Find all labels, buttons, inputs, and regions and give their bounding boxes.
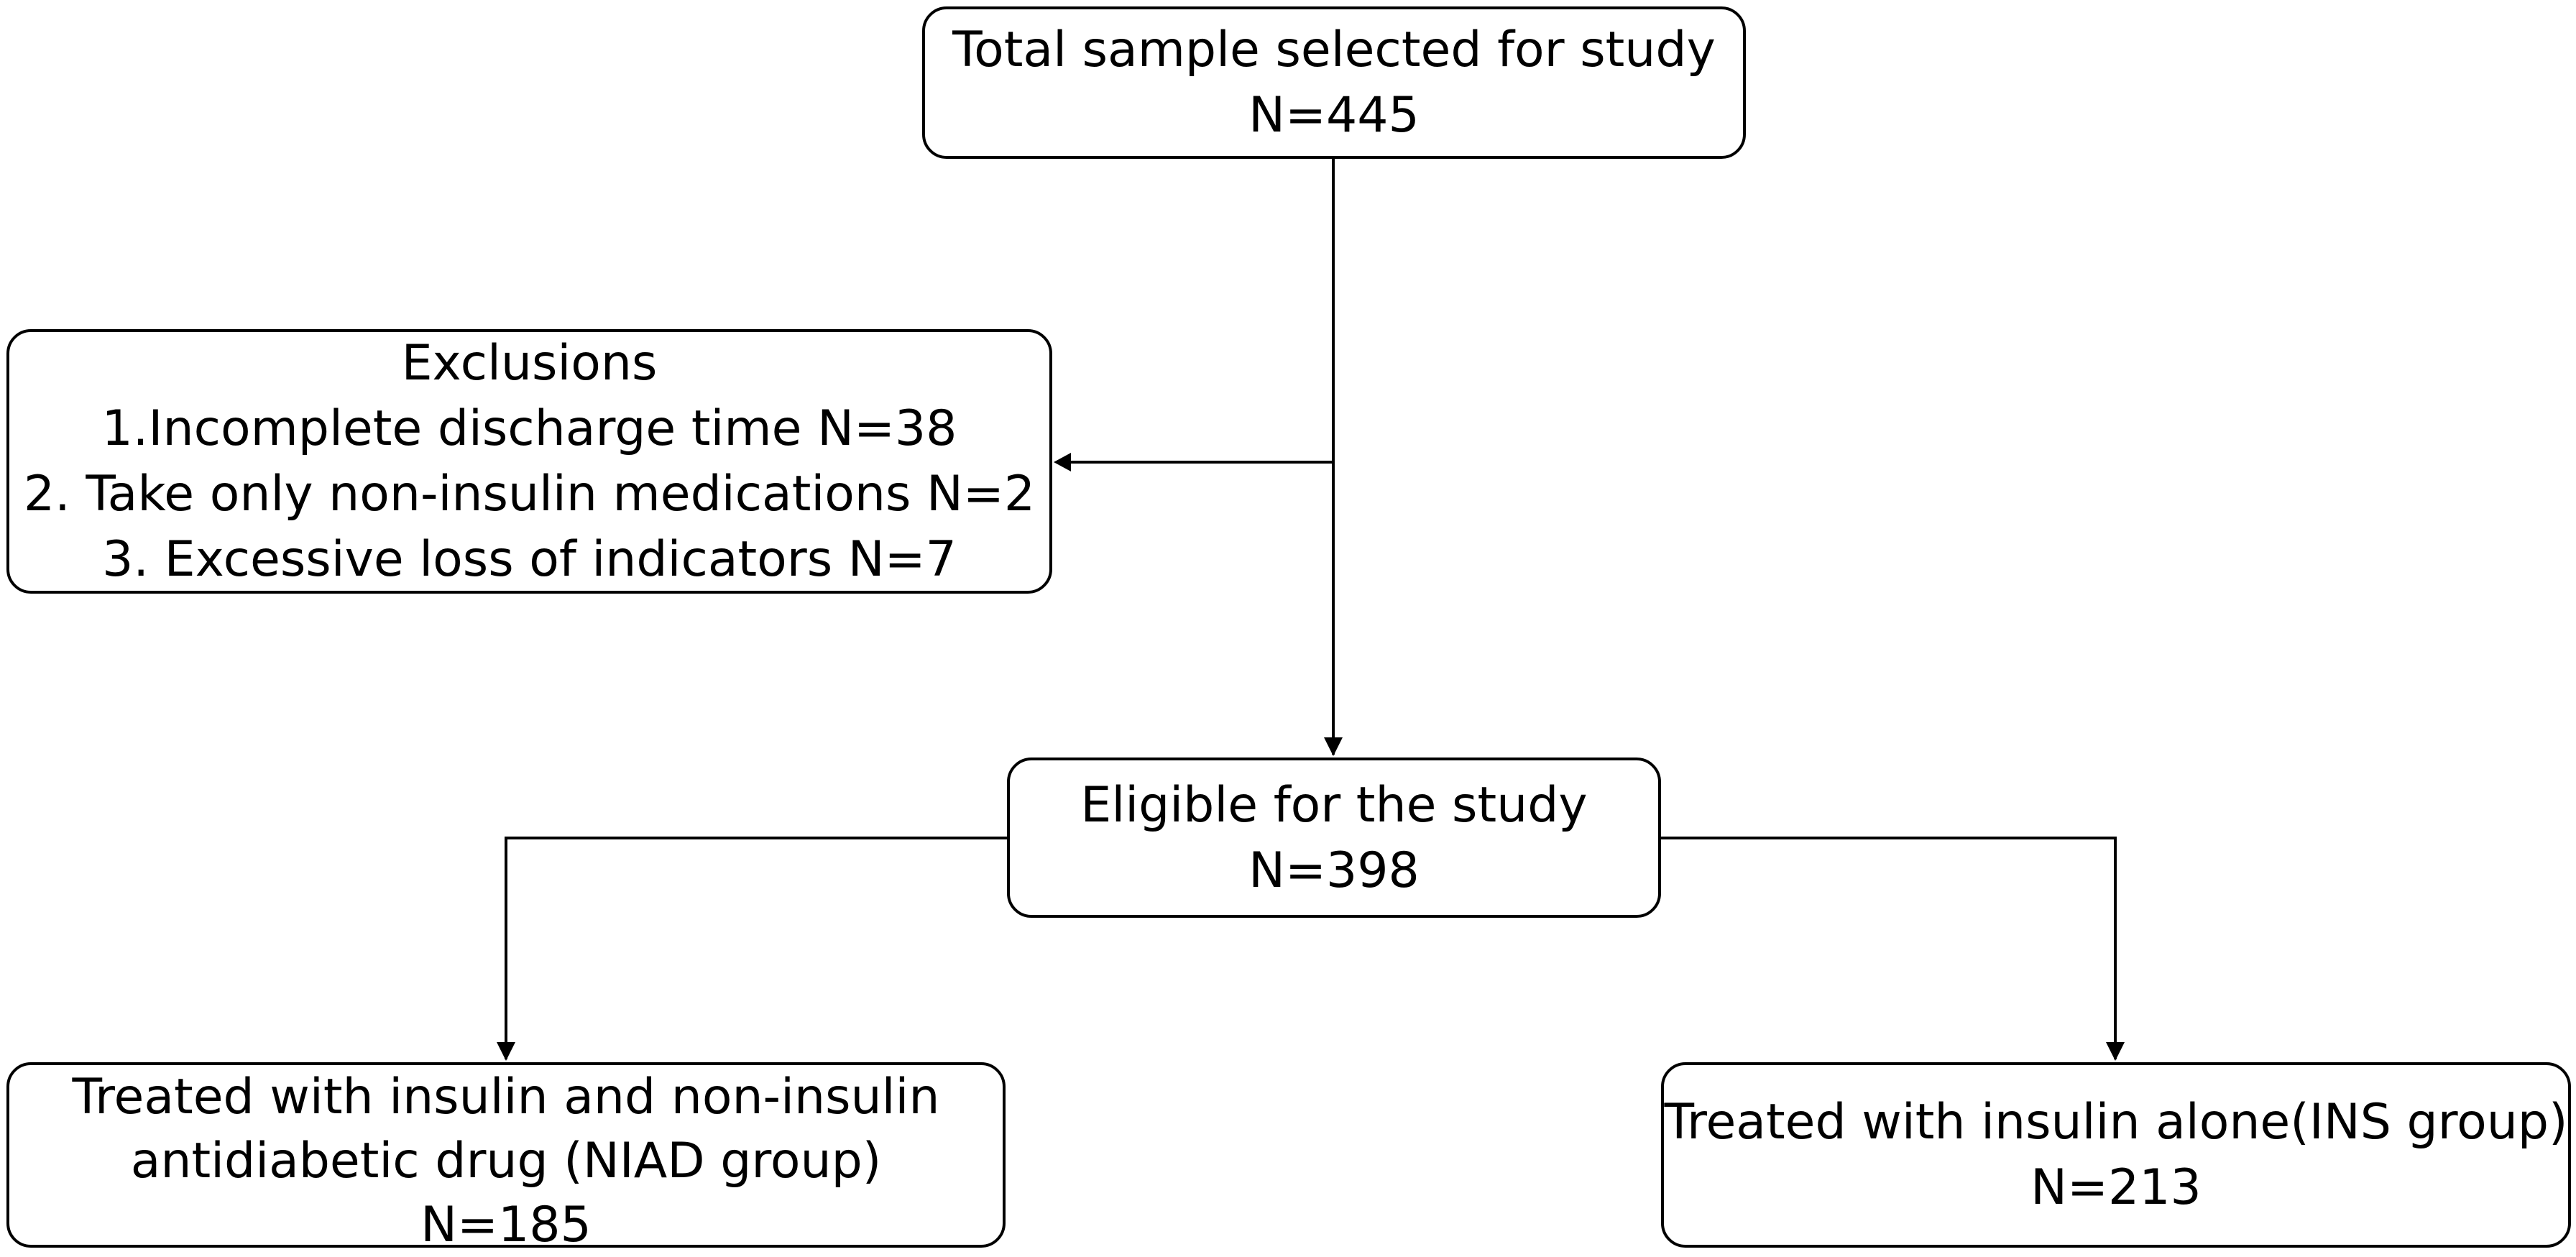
exclusion-item: 3. Excessive loss of indicators N=7 bbox=[102, 531, 957, 588]
eligible-title: Eligible for the study bbox=[1080, 776, 1588, 834]
niad-group-line-1: Treated with insulin and non-insulin bbox=[72, 1069, 940, 1125]
connector-eligible-to-niad bbox=[505, 837, 1007, 1059]
exclusion-item: 2. Take only non-insulin medications N=2 bbox=[23, 466, 1036, 522]
eligible-count: N=398 bbox=[1248, 842, 1420, 899]
ins-group-count: N=213 bbox=[2030, 1159, 2202, 1216]
arrowhead-ins bbox=[2106, 1042, 2125, 1061]
exclusion-item: 1.Incomplete discharge time N=38 bbox=[101, 400, 957, 457]
niad-group-count: N=185 bbox=[420, 1197, 592, 1253]
total-sample-title: Total sample selected for study bbox=[952, 22, 1716, 78]
exclusions-title: Exclusions bbox=[401, 335, 658, 392]
niad-group-line-2: antidiabetic drug (NIAD group) bbox=[130, 1133, 882, 1189]
connector-eligible-to-ins bbox=[1661, 837, 2117, 1059]
ins-group-title: Treated with insulin alone(INS group) bbox=[1664, 1094, 2568, 1151]
arrowhead-niad bbox=[497, 1042, 515, 1061]
ins-group-box: Treated with insulin alone(INS group) N=… bbox=[1661, 1062, 2571, 1248]
total-sample-box: Total sample selected for study N=445 bbox=[922, 6, 1746, 159]
total-sample-count: N=445 bbox=[1248, 87, 1420, 144]
arrowhead-eligible bbox=[1324, 737, 1343, 756]
niad-group-box: Treated with insulin and non-insulin ant… bbox=[6, 1062, 1006, 1253]
eligible-box: Eligible for the study N=398 bbox=[1007, 758, 1661, 918]
arrowhead-exclusions bbox=[1054, 453, 1071, 471]
exclusions-box: Exclusions 1.Incomplete discharge time N… bbox=[6, 329, 1052, 594]
